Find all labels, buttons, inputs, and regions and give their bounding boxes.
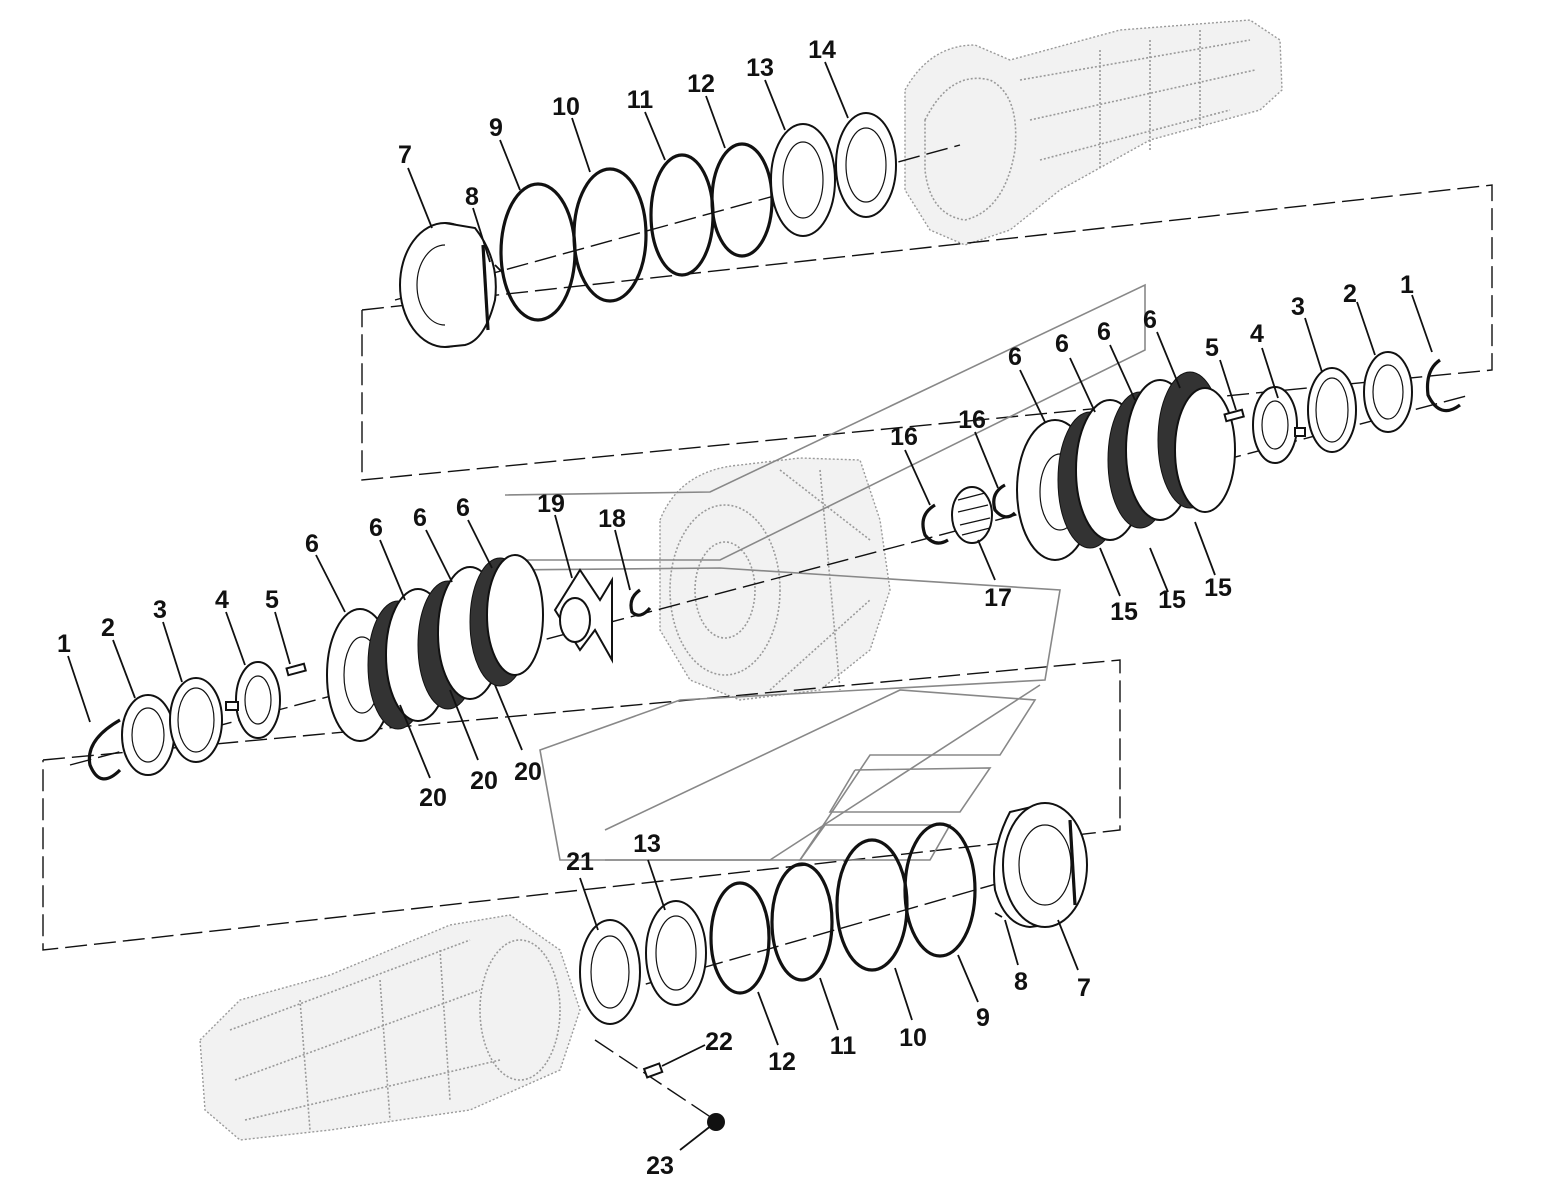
callout-16-a: 16 <box>890 423 918 451</box>
part-12-top-ring <box>710 142 774 258</box>
callout-14-top: 14 <box>808 36 836 64</box>
housing-bottom-left <box>199 914 581 1141</box>
part-22-fitting <box>642 1062 664 1079</box>
callout-3-left: 3 <box>153 596 167 624</box>
callout-11-top: 11 <box>627 86 654 114</box>
callout-6-h: 6 <box>1143 306 1157 334</box>
part-14-top-washer <box>835 112 897 218</box>
callout-9-bottom: 9 <box>976 1004 990 1032</box>
callout-20-c: 20 <box>514 758 542 786</box>
part-6-left-clutch-pack <box>326 554 544 742</box>
callout-22: 22 <box>705 1028 733 1056</box>
callout-20-a: 20 <box>419 784 447 812</box>
callout-7-bottom: 7 <box>1077 974 1091 1002</box>
callout-2-left: 2 <box>101 614 115 642</box>
part-21-washer <box>579 919 641 1025</box>
part-1-right-snap-ring <box>1425 358 1461 413</box>
callout-5-left: 5 <box>265 586 279 614</box>
callout-6-c: 6 <box>413 504 427 532</box>
part-9-bottom-seal-ring <box>903 822 977 958</box>
part-16-snap-ring-a <box>921 503 949 545</box>
callout-12-bottom: 12 <box>768 1048 796 1076</box>
callout-23: 23 <box>646 1152 674 1180</box>
part-5-right-pin <box>1223 408 1245 423</box>
guide-outlines <box>499 283 1146 861</box>
part-18-snap-ring <box>629 588 652 617</box>
part-3-right-spring <box>1307 367 1357 453</box>
callout-1-left: 1 <box>57 630 71 658</box>
axis-plug <box>594 1039 716 1121</box>
dashed-boundary-top <box>361 184 1493 481</box>
part-4-right-spring-retainer <box>1252 386 1306 464</box>
callout-15-c: 15 <box>1204 574 1232 602</box>
callout-11-bottom: 11 <box>830 1032 857 1060</box>
callout-5-right: 5 <box>1205 334 1219 362</box>
part-9-top-seal-ring <box>499 182 577 322</box>
callout-20-b: 20 <box>470 767 498 795</box>
callout-6-g: 6 <box>1097 318 1111 346</box>
callout-10-bottom: 10 <box>899 1024 927 1052</box>
part-17-bearing <box>951 486 993 544</box>
callout-19: 19 <box>537 490 565 518</box>
part-16-snap-ring-b <box>992 483 1017 519</box>
callout-15-b: 15 <box>1158 586 1186 614</box>
callout-17: 17 <box>984 584 1012 612</box>
callout-7-top: 7 <box>398 141 412 169</box>
callout-12-top: 12 <box>687 70 715 98</box>
callout-6-d: 6 <box>456 494 470 522</box>
leader-lines <box>67 61 1433 1151</box>
part-11-bottom-ring <box>770 862 834 982</box>
part-7-top-piston <box>399 222 497 348</box>
housing-top-right <box>904 19 1283 246</box>
callout-16-b: 16 <box>958 406 986 434</box>
callout-6-a: 6 <box>305 530 319 558</box>
callout-15-a: 15 <box>1110 598 1138 626</box>
callout-6-e: 6 <box>1008 343 1022 371</box>
axis-middle <box>69 394 1471 766</box>
callout-8-bottom: 8 <box>1014 968 1028 996</box>
part-2-right-plate <box>1363 351 1413 433</box>
part-3-left-spring <box>169 677 223 763</box>
part-12-bottom-ring <box>709 881 771 995</box>
callout-6-b: 6 <box>369 514 383 542</box>
callout-9-top: 9 <box>489 114 503 142</box>
callout-4-left: 4 <box>215 586 229 614</box>
callout-13-top: 13 <box>746 54 774 82</box>
callout-4-right: 4 <box>1250 320 1264 348</box>
callout-6-f: 6 <box>1055 330 1069 358</box>
callout-2-right: 2 <box>1343 280 1357 308</box>
part-13-bottom-washer <box>645 900 707 1006</box>
callout-10-top: 10 <box>552 93 580 121</box>
callout-18: 18 <box>598 505 626 533</box>
dashed-boundary-bottom <box>42 659 1121 951</box>
callout-8-top: 8 <box>465 183 479 211</box>
part-5-left-pin <box>285 662 307 677</box>
part-1-left-snap-ring <box>87 718 122 781</box>
part-19-hub <box>553 568 613 664</box>
part-13-top-washer <box>770 123 836 237</box>
callout-21: 21 <box>566 848 594 876</box>
part-10-top-seal-ring <box>572 167 648 303</box>
callout-1-right: 1 <box>1400 271 1414 299</box>
part-6-right-clutch-pack <box>1016 371 1236 561</box>
callout-labels: 7 8 9 10 11 12 13 14 1 2 3 4 5 6 6 6 6 1… <box>57 36 1414 1180</box>
callout-13-bottom: 13 <box>633 830 661 858</box>
part-23-plug <box>707 1113 725 1131</box>
callout-3-right: 3 <box>1291 293 1305 321</box>
part-4-left-spring-retainer <box>225 661 281 739</box>
part-2-left-plate <box>121 694 175 776</box>
part-7-bottom-piston <box>993 802 1088 929</box>
part-8-bottom-seal <box>994 912 1003 918</box>
